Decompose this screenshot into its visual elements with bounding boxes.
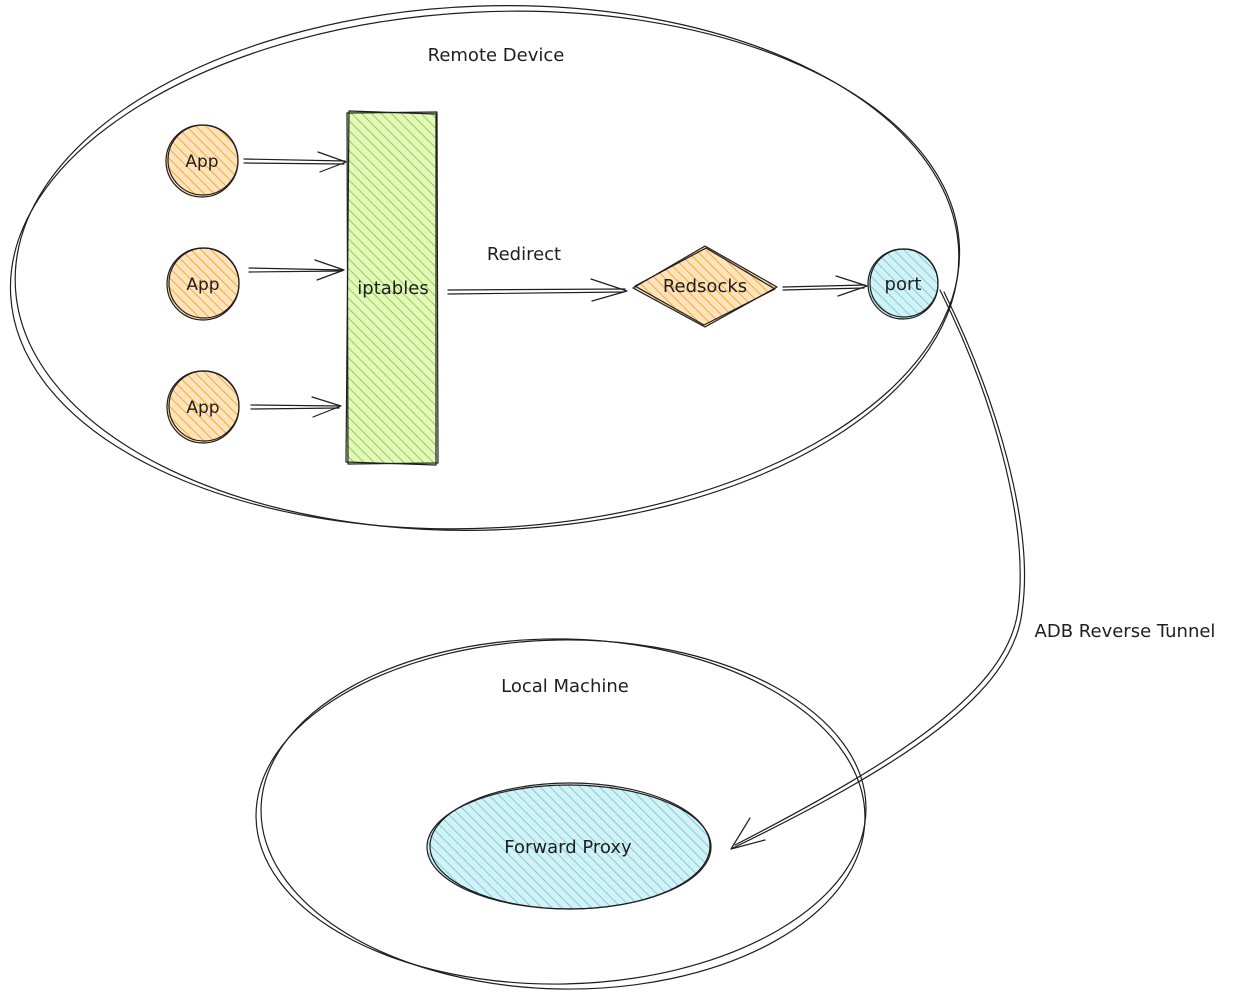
iptables-label: iptables bbox=[357, 278, 428, 299]
redsocks-node: Redsocks bbox=[632, 245, 778, 328]
arrow-app2-to-iptables bbox=[248, 259, 345, 281]
arrow-app3-to-iptables bbox=[250, 396, 342, 418]
iptables-block: iptables bbox=[345, 110, 439, 466]
remote-device-boundary bbox=[9, 5, 961, 531]
arrow-redirect bbox=[447, 278, 628, 302]
redirect-label: Redirect bbox=[487, 244, 561, 265]
arrow-adb-reverse-tunnel bbox=[730, 289, 1025, 850]
app-node-1: App bbox=[165, 124, 239, 198]
local-machine-boundary bbox=[255, 638, 867, 990]
port-node: port bbox=[867, 248, 939, 320]
app-node-2: App bbox=[166, 247, 240, 321]
app-label: App bbox=[186, 275, 219, 295]
forward-proxy-node: Forward Proxy bbox=[426, 782, 712, 910]
local-machine-title: Local Machine bbox=[501, 676, 629, 697]
port-label: port bbox=[885, 274, 922, 295]
app-label: App bbox=[186, 398, 219, 418]
tunnel-label: ADB Reverse Tunnel bbox=[1035, 621, 1216, 642]
remote-device-title: Remote Device bbox=[428, 45, 565, 66]
redsocks-label: Redsocks bbox=[663, 276, 747, 297]
forward-proxy-label: Forward Proxy bbox=[504, 837, 632, 858]
arrow-redsocks-to-port bbox=[782, 275, 868, 297]
app-node-3: App bbox=[166, 370, 240, 444]
app-label: App bbox=[185, 152, 218, 172]
arrow-app1-to-iptables bbox=[243, 151, 347, 173]
